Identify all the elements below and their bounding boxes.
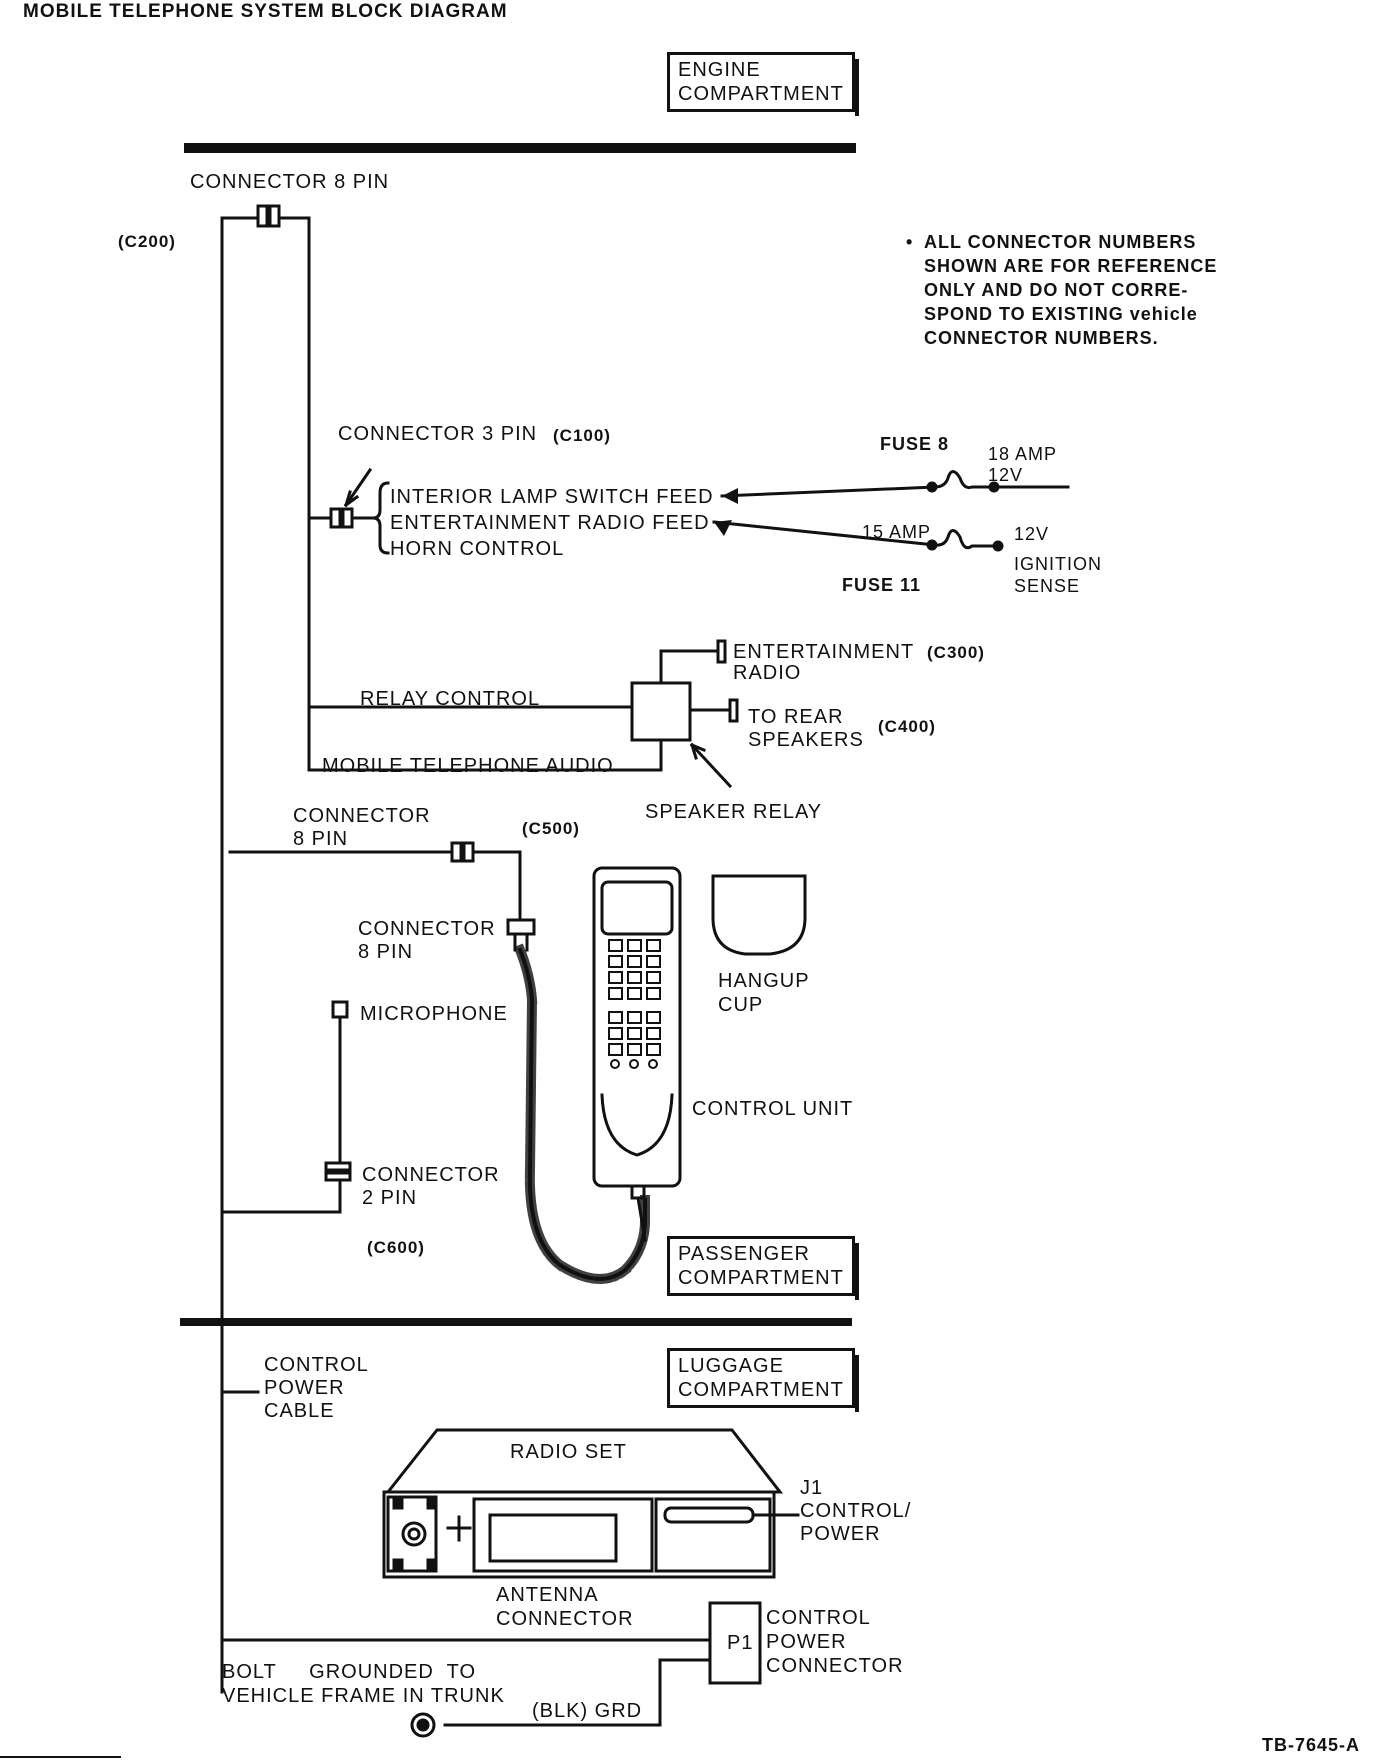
ground-bolt-label-2: VEHICLE FRAME IN TRUNK	[222, 1685, 505, 1707]
control-power-connector-label: CONTROL	[766, 1607, 871, 1629]
note-line: ONLY AND DO NOT CORRE-	[924, 280, 1189, 300]
luggage-divider	[180, 1318, 852, 1326]
v12-fuse11-label: 12V	[1014, 524, 1050, 544]
mobile-audio-wire	[307, 738, 663, 772]
speaker-relay-label: SPEAKER RELAY	[645, 801, 823, 823]
control-power-cable-label-2: POWER	[264, 1377, 345, 1399]
main-trunk-wire	[220, 216, 260, 1694]
control-power-connector-label-3: CONNECTOR	[766, 1655, 904, 1677]
c300-ref: (C300)	[927, 643, 985, 662]
c200-label: CONNECTOR 8 PIN	[190, 171, 390, 193]
mobile-telephone-audio-label: MOBILE TELEPHONE AUDIO	[322, 755, 614, 777]
hangup-cup-label-2: CUP	[718, 994, 764, 1016]
speaker-relay-box	[630, 681, 692, 742]
c500-label-2: 8 PIN	[293, 828, 349, 850]
note-line: SHOWN ARE FOR REFERENCE	[924, 256, 1218, 276]
ignition-label: IGNITION	[1014, 554, 1102, 574]
control-unit-label: CONTROL UNIT	[692, 1098, 854, 1120]
c400-ref: (C400)	[878, 717, 936, 736]
c100-bracket	[372, 481, 390, 555]
v12-fuse8-label: 12V	[988, 465, 1024, 485]
j1-label: J1	[800, 1477, 824, 1499]
diagram-title: MOBILE TELEPHONE SYSTEM BLOCK DIAGRAM	[23, 1, 508, 22]
microphone-label: MICROPHONE	[360, 1003, 508, 1025]
antenna-connector-label-2: CONNECTOR	[496, 1608, 634, 1630]
note-line: SPOND TO EXISTING vehicle	[924, 304, 1198, 324]
handset-connector	[506, 918, 536, 936]
passenger-compartment-label: PASSENGER COMPARTMENT	[667, 1236, 859, 1300]
c200-connector	[256, 204, 269, 228]
fuse8-wire	[720, 470, 1070, 498]
c500-connector	[450, 841, 463, 863]
control-power-connector-label-2: POWER	[766, 1631, 847, 1653]
engine-compartment-label: ENGINE COMPARTMENT	[667, 52, 859, 116]
fuse11-wire	[712, 520, 1002, 550]
handset-connector-label-2: 8 PIN	[358, 941, 414, 963]
control-unit-keypad	[608, 939, 661, 1069]
antenna-connector-label: ANTENNA	[496, 1584, 599, 1606]
j1-label-2: CONTROL/	[800, 1500, 912, 1522]
ground-wire-label: (BLK) GRD	[532, 1700, 643, 1722]
p1-connector	[708, 1601, 762, 1685]
radio-set-label: RADIO SET	[510, 1441, 627, 1463]
sense-label: SENSE	[1014, 576, 1081, 596]
hangup-cup-label: HANGUP	[718, 970, 810, 992]
p1-label: P1	[727, 1632, 754, 1654]
amp15-label: 15 AMP	[862, 522, 932, 542]
c400-connector	[728, 698, 739, 723]
entertainment-radio-label-2: RADIO	[733, 662, 802, 684]
entertainment-radio-label: ENTERTAINMENT	[733, 641, 915, 663]
fuse11-label: FUSE 11	[842, 575, 922, 595]
c500-label: CONNECTOR	[293, 805, 431, 827]
j1-connector	[663, 1506, 755, 1524]
c100-ref: (C100)	[553, 426, 611, 445]
note-bullet: •	[906, 232, 914, 252]
c600-label-2: 2 PIN	[362, 1187, 418, 1209]
microphone-box	[331, 1000, 349, 1019]
speaker-relay-arrow	[689, 742, 733, 789]
c600-label: CONNECTOR	[362, 1164, 500, 1186]
c200-ref: (C200)	[118, 232, 176, 251]
hangup-cup	[711, 874, 807, 956]
relay-control-label: RELAY CONTROL	[360, 688, 541, 710]
c100-connector	[329, 507, 342, 529]
ground-bolt-label: BOLT GROUNDED TO	[222, 1661, 477, 1683]
amp18-label: 18 AMP	[988, 444, 1058, 464]
c600-connector	[324, 1161, 352, 1172]
c500-ref: (C500)	[522, 819, 580, 838]
c100-arrow	[343, 467, 373, 508]
rear-speakers-label: TO REAR	[748, 706, 844, 728]
control-power-cable-label: CONTROL	[264, 1354, 369, 1376]
control-power-cable-label-3: CABLE	[264, 1400, 335, 1422]
ground-wire	[443, 1658, 712, 1727]
note-line: CONNECTOR NUMBERS.	[924, 328, 1159, 348]
c300-connector	[716, 639, 727, 664]
rear-speakers-label-2: SPEAKERS	[748, 729, 864, 751]
engine-divider	[184, 143, 856, 153]
fuse8-label: FUSE 8	[880, 434, 950, 454]
j1-label-3: POWER	[800, 1523, 881, 1545]
handset-connector-label: CONNECTOR	[358, 918, 496, 940]
c600-ref: (C600)	[367, 1238, 425, 1257]
c100-label: CONNECTOR 3 PIN	[338, 423, 538, 445]
note-line: ALL CONNECTOR NUMBERS	[924, 232, 1197, 252]
entertainment-radio-feed-label: ENTERTAINMENT RADIO FEED	[390, 512, 710, 534]
figure-id: TB-7645-A	[1262, 1735, 1361, 1755]
horn-control-label: HORN CONTROL	[390, 538, 565, 560]
c300-wire	[659, 649, 720, 685]
interior-lamp-feed-label: INTERIOR LAMP SWITCH FEED	[390, 486, 714, 508]
luggage-compartment-label: LUGGAGE COMPARTMENT	[667, 1348, 859, 1412]
